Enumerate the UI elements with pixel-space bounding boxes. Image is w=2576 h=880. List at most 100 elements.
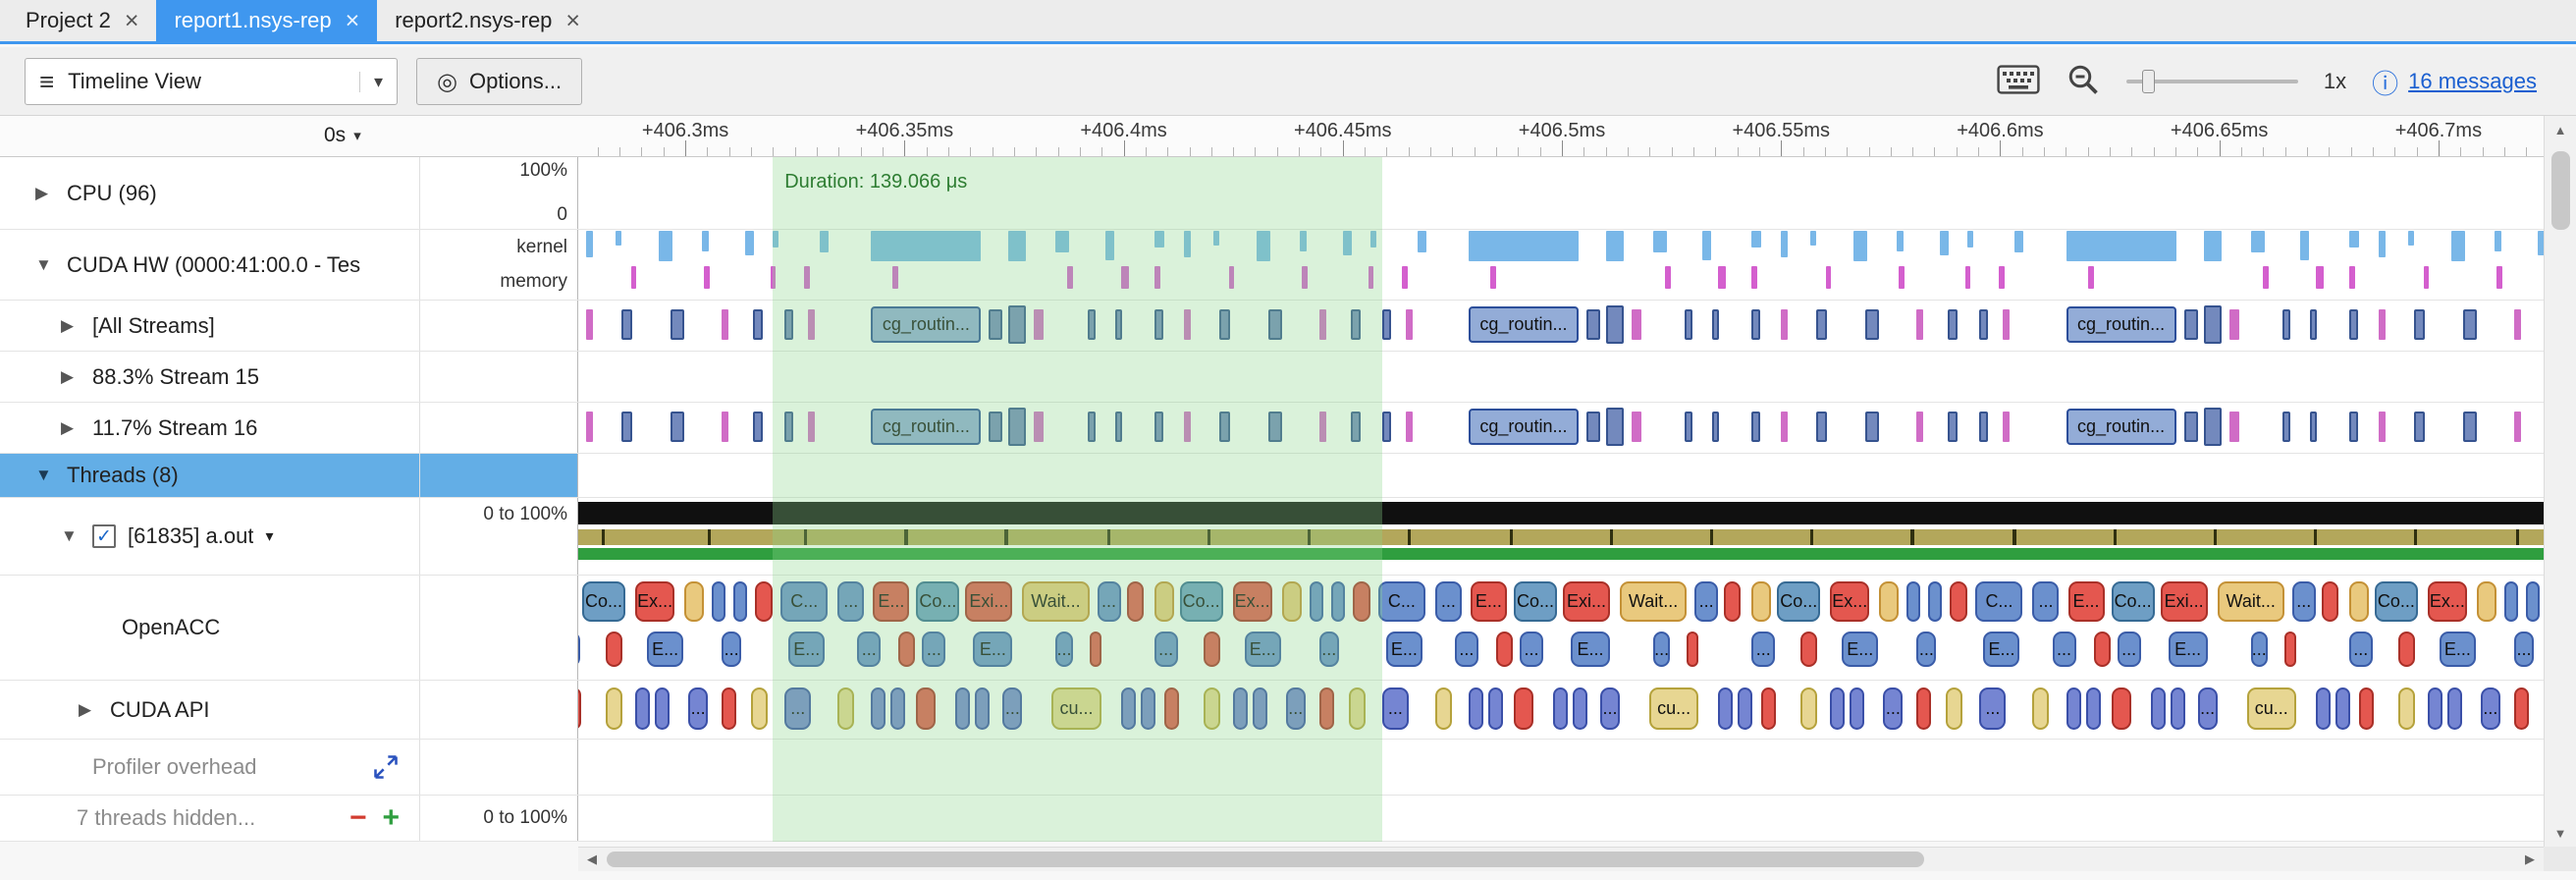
expander-expanded-icon[interactable]: ▼	[35, 466, 52, 484]
stream-event-bar[interactable]: cg_routin...	[2066, 306, 2176, 343]
keyboard-shortcuts-icon[interactable]	[1997, 64, 2040, 99]
cuda-api-call-chip[interactable]	[1513, 688, 1533, 730]
stream-event-bar[interactable]	[1381, 309, 1391, 340]
cuda-kernel-bar[interactable]	[1853, 230, 1868, 261]
cuda-api-call-chip[interactable]	[1946, 688, 1963, 730]
stream-event-bar[interactable]	[2309, 412, 2317, 442]
cuda-api-call-chip[interactable]	[916, 688, 937, 730]
stream-event-bar[interactable]	[2309, 309, 2317, 340]
openacc-event-chip[interactable]	[2525, 581, 2540, 622]
openacc-event-chip[interactable]	[1879, 581, 1900, 622]
close-icon[interactable]: ×	[565, 6, 581, 34]
cuda-api-call-chip[interactable]: ...	[2197, 688, 2218, 730]
expander-collapsed-icon[interactable]: ▶	[61, 366, 75, 386]
vertical-scrollbar-thumb[interactable]	[2551, 151, 2570, 230]
cuda-kernel-bar[interactable]	[659, 230, 673, 261]
stream-event-bar[interactable]	[1267, 412, 1282, 442]
cuda-api-call-chip[interactable]	[2315, 688, 2331, 730]
close-icon[interactable]: ×	[124, 6, 139, 34]
openacc-event-chip[interactable]: Co...	[2111, 581, 2155, 622]
track-cuda-hw[interactable]	[578, 230, 2544, 300]
stream-event-bar[interactable]	[784, 309, 794, 340]
openacc-event-chip[interactable]: E...	[1470, 581, 1507, 622]
sidebar-item-threads[interactable]: ▼ Threads (8)	[0, 454, 420, 497]
stream-event-bar[interactable]	[722, 309, 729, 340]
cuda-kernel-bar[interactable]	[2348, 230, 2359, 248]
expander-collapsed-icon[interactable]: ▶	[61, 417, 75, 437]
openacc-event-chip[interactable]: ...	[922, 632, 946, 668]
cuda-memory-bar[interactable]	[1120, 265, 1129, 289]
stream-event-bar[interactable]	[1405, 412, 1413, 442]
cuda-kernel-bar[interactable]	[1897, 230, 1905, 251]
openacc-event-chip[interactable]: E...	[1571, 632, 1611, 668]
cuda-api-call-chip[interactable]	[1830, 688, 1846, 730]
cuda-memory-bar[interactable]	[2087, 265, 2094, 289]
stream-event-bar[interactable]	[1087, 412, 1096, 442]
stream-event-bar[interactable]	[1979, 412, 1989, 442]
cuda-api-call-chip[interactable]	[1120, 688, 1136, 730]
track-cuda-memory[interactable]	[578, 265, 2544, 301]
vertical-scrollbar[interactable]: ▲ ▼	[2544, 116, 2576, 847]
track-stream-15[interactable]	[578, 352, 2544, 402]
stream-event-bar[interactable]	[2378, 412, 2386, 442]
openacc-event-chip[interactable]	[1330, 581, 1345, 622]
openacc-event-chip[interactable]: E...	[1385, 632, 1422, 668]
cuda-api-call-chip[interactable]	[2170, 688, 2185, 730]
cuda-kernel-bar[interactable]	[1256, 230, 1270, 261]
openacc-event-chip[interactable]: Exi...	[2160, 581, 2208, 622]
stream-event-bar[interactable]	[808, 412, 816, 442]
cuda-kernel-bar[interactable]	[1154, 230, 1164, 248]
openacc-event-chip[interactable]: ...	[2291, 581, 2316, 622]
stream-event-bar[interactable]: cg_routin...	[2066, 409, 2176, 445]
stream-event-bar[interactable]	[1218, 309, 1230, 340]
openacc-event-chip[interactable]: Co...	[916, 581, 960, 622]
stream-event-bar[interactable]	[1606, 408, 1625, 446]
track-openacc-row1[interactable]: Co...Ex...C......E...Co...Exi...Wait....…	[578, 581, 2544, 622]
openacc-event-chip[interactable]	[2283, 632, 2296, 668]
zoom-slider[interactable]	[2125, 67, 2298, 96]
cuda-api-call-chip[interactable]	[2397, 688, 2415, 730]
stream-event-bar[interactable]	[753, 309, 764, 340]
stream-event-bar[interactable]	[1183, 309, 1191, 340]
cuda-memory-bar[interactable]	[1999, 265, 2006, 289]
cuda-api-call-chip[interactable]	[1434, 688, 1452, 730]
stream-event-bar[interactable]	[1948, 412, 1959, 442]
horizontal-scrollbar[interactable]: ◀ ▶	[578, 847, 2544, 871]
cuda-api-call-chip[interactable]	[1738, 688, 1753, 730]
openacc-event-chip[interactable]: Ex...	[1830, 581, 1870, 622]
stream-event-bar[interactable]	[1948, 309, 1959, 340]
sidebar-item-stream-16[interactable]: ▶ 11.7% Stream 16	[0, 403, 420, 453]
sidebar-item-all-streams[interactable]: ▶ [All Streams]	[0, 301, 420, 351]
stream-event-bar[interactable]	[671, 309, 685, 340]
cuda-kernel-bar[interactable]	[1417, 230, 1426, 252]
openacc-event-chip[interactable]: ...	[2032, 581, 2060, 622]
openacc-event-chip[interactable]	[1281, 581, 1302, 622]
cuda-kernel-bar[interactable]	[616, 230, 622, 247]
cuda-api-call-chip[interactable]: ...	[784, 688, 812, 730]
openacc-event-chip[interactable]: ...	[1097, 581, 1121, 622]
expander-expanded-icon[interactable]: ▼	[35, 254, 52, 274]
stream-event-bar[interactable]	[1318, 412, 1326, 442]
scroll-left-icon[interactable]: ◀	[587, 852, 597, 866]
stream-event-bar[interactable]: cg_routin...	[1468, 409, 1579, 445]
cuda-kernel-bar[interactable]	[1369, 230, 1376, 248]
view-selector-dropdown[interactable]: ≡ Timeline View ▾	[25, 58, 398, 105]
stream-event-bar[interactable]	[1606, 305, 1625, 344]
zoom-slider-track[interactable]	[2125, 80, 2298, 83]
stream-event-bar[interactable]	[621, 412, 633, 442]
cuda-kernel-bar[interactable]	[2250, 230, 2265, 253]
stream-event-bar[interactable]	[2462, 412, 2477, 442]
openacc-event-chip[interactable]	[1126, 581, 1144, 622]
openacc-event-chip[interactable]: ...	[1916, 632, 1937, 668]
openacc-event-chip[interactable]: C...	[1377, 581, 1425, 622]
cuda-memory-bar[interactable]	[804, 265, 811, 289]
stream-event-bar[interactable]	[621, 309, 633, 340]
stream-event-bar[interactable]	[1712, 309, 1720, 340]
openacc-event-chip[interactable]: Co...	[2374, 581, 2418, 622]
stream-event-bar[interactable]	[1816, 309, 1828, 340]
tab-report2[interactable]: report2.nsys-rep ×	[377, 0, 598, 41]
cuda-api-call-chip[interactable]	[2358, 688, 2374, 730]
stream-event-bar[interactable]	[1816, 412, 1828, 442]
cuda-memory-bar[interactable]	[1489, 265, 1496, 289]
openacc-event-chip[interactable]: Co...	[1777, 581, 1821, 622]
